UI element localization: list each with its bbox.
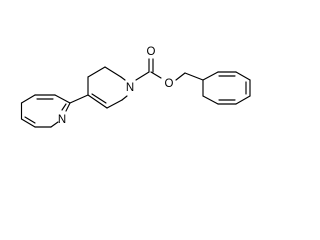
bond — [54, 94, 71, 104]
chemical-structure-diagram: N N O O — [20, 46, 251, 128]
bond — [175, 72, 186, 81]
bond — [184, 72, 204, 81]
bond — [24, 116, 36, 124]
bond — [61, 103, 67, 111]
bond — [91, 93, 107, 104]
bond-lines — [20, 58, 251, 128]
ring-nitrogen-label: N — [126, 82, 134, 94]
bond — [87, 94, 108, 109]
bond — [135, 71, 150, 81]
atom-labels: N N O O — [58, 46, 174, 126]
bond — [87, 66, 106, 78]
bond — [20, 118, 36, 128]
bond — [50, 121, 59, 128]
bond — [202, 71, 219, 81]
bond — [104, 66, 122, 78]
bond — [65, 102, 71, 112]
bond — [120, 76, 126, 81]
bond — [150, 71, 162, 79]
bond — [235, 71, 251, 81]
carbonyl-oxygen-label: O — [147, 46, 156, 58]
bond — [20, 94, 36, 104]
bond — [121, 95, 128, 101]
bond — [202, 95, 219, 105]
bond — [106, 99, 123, 109]
pyridine-nitrogen-label: N — [58, 114, 66, 126]
bond — [235, 95, 251, 105]
ester-oxygen-label: O — [165, 78, 174, 90]
bond — [69, 94, 89, 104]
